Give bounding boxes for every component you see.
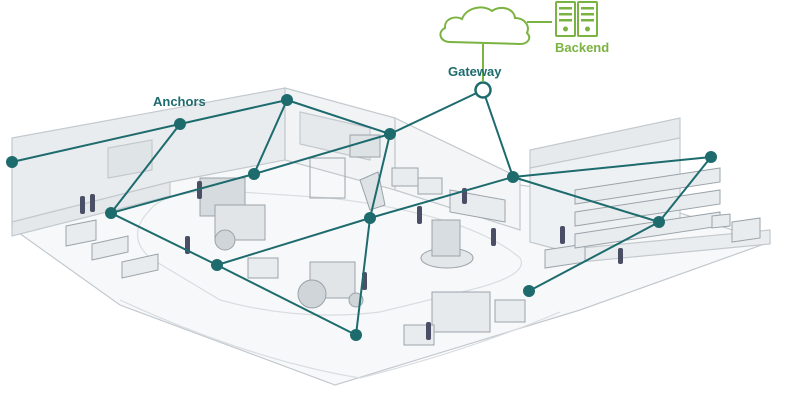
lane-outer — [119, 299, 561, 379]
gateway-label: Gateway — [448, 64, 502, 79]
anchor-node-icon — [350, 329, 362, 341]
box-right — [711, 213, 731, 229]
bench — [65, 219, 97, 247]
person — [197, 181, 202, 199]
link — [482, 89, 514, 178]
link — [355, 217, 371, 336]
crate — [247, 257, 279, 279]
person — [618, 248, 623, 264]
anchor-nodes — [6, 94, 717, 341]
anchor-node-icon — [105, 207, 117, 219]
bench — [91, 235, 129, 261]
anchor-node-icon — [364, 212, 376, 224]
anchor-node-icon — [653, 216, 665, 228]
factory-building — [11, 87, 772, 386]
anchor-node-icon — [281, 94, 293, 106]
link — [389, 89, 484, 135]
equipment — [65, 134, 761, 346]
person — [90, 194, 95, 212]
shelving-racks — [574, 167, 721, 249]
anchor-node-icon — [248, 168, 260, 180]
server-icon — [555, 1, 598, 37]
link — [179, 99, 288, 125]
link — [369, 176, 514, 219]
link — [512, 176, 660, 223]
backend-label: Backend — [555, 40, 610, 55]
small-machine — [417, 177, 443, 195]
anchor-node-icon — [211, 259, 223, 271]
cloud-icon — [439, 6, 531, 46]
tractor-front-wheel — [297, 279, 327, 309]
link — [110, 123, 181, 214]
person — [560, 226, 565, 244]
link — [658, 156, 712, 223]
bench — [121, 253, 159, 279]
shelf-unit — [494, 299, 526, 323]
link — [286, 99, 391, 135]
person — [80, 196, 85, 214]
rack — [574, 167, 721, 205]
link — [253, 133, 391, 175]
anchor-node-icon — [174, 118, 186, 130]
robot-body — [431, 219, 461, 257]
rack — [574, 189, 721, 227]
tractor-wheel — [214, 229, 236, 251]
link — [110, 212, 218, 266]
anchor-node-icon — [523, 285, 535, 297]
crate-right — [731, 217, 761, 243]
anchor-node-icon — [6, 156, 18, 168]
network-links — [11, 89, 712, 336]
link — [253, 99, 288, 175]
left-window — [107, 139, 153, 179]
link — [369, 133, 391, 219]
anchor-node-icon — [384, 128, 396, 140]
gateway-icon — [474, 81, 492, 99]
person — [426, 322, 431, 340]
link — [216, 264, 357, 336]
link — [11, 123, 181, 163]
anchor-node-icon — [507, 171, 519, 183]
link — [216, 217, 371, 266]
small-machine — [391, 167, 419, 187]
frame — [309, 157, 346, 199]
link — [528, 221, 660, 292]
person — [417, 206, 422, 224]
person — [491, 228, 496, 246]
link — [512, 156, 712, 178]
anchor-node-icon — [705, 151, 717, 163]
link — [110, 173, 255, 214]
cnc-machine — [431, 291, 491, 333]
anchors-label: Anchors — [153, 94, 206, 109]
